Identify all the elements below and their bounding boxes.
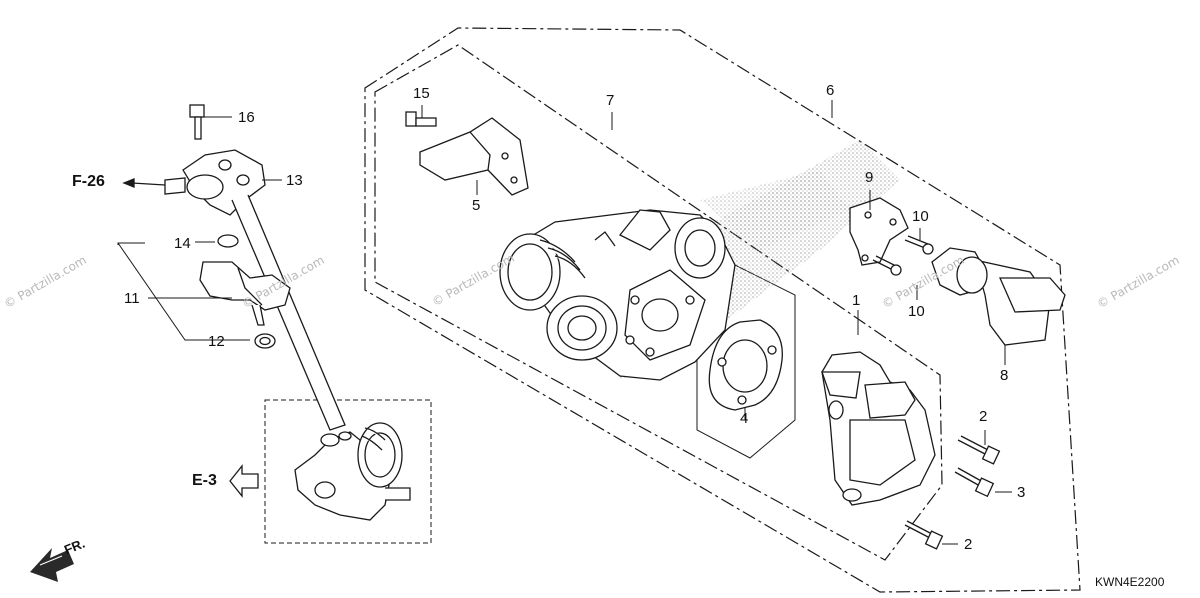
gasket-4: [708, 319, 783, 411]
group-7-boundary: [374, 44, 943, 561]
leader-lines: [117, 100, 1012, 545]
callout-3: 3: [1017, 484, 1026, 501]
sensor-8: [931, 247, 1066, 346]
throttle-body-7: [499, 209, 736, 381]
callout-9: 9: [865, 169, 874, 186]
diagram-code: KWN4E2200: [1095, 575, 1165, 589]
group-6-boundary: [364, 27, 1081, 593]
ref-f26: F-26: [72, 173, 105, 190]
fr-arrow-icon: [30, 548, 74, 582]
f26-arrow-icon: [122, 178, 166, 188]
callout-5: 5: [472, 197, 481, 214]
callout-4: 4: [740, 410, 749, 427]
callout-14: 14: [174, 235, 191, 252]
bracket-9: [849, 197, 909, 266]
callout-10-lower: 10: [908, 303, 925, 320]
callout-16: 16: [238, 109, 255, 126]
e3-dashed-box: [264, 399, 432, 544]
callout-11: 11: [124, 290, 140, 307]
callout-12: 12: [208, 333, 225, 350]
bracket-5: [405, 111, 529, 196]
callout-15: 15: [413, 85, 430, 102]
intake-manifold: [294, 422, 411, 521]
callout-2-upper: 2: [979, 408, 988, 425]
e3-arrow-icon: [229, 464, 259, 498]
ref-e3: E-3: [192, 472, 217, 489]
screws-10: [872, 235, 934, 276]
callout-2-lower: 2: [964, 536, 973, 553]
callout-13: 13: [286, 172, 303, 189]
bolts-2-3: [904, 435, 1001, 550]
callout-10-upper: 10: [912, 208, 929, 225]
sensor-1: [821, 351, 936, 506]
callout-6: 6: [826, 82, 835, 99]
callout-7: 7: [606, 92, 615, 109]
callout-1: 1: [852, 292, 861, 309]
callout-8: 8: [1000, 367, 1009, 384]
